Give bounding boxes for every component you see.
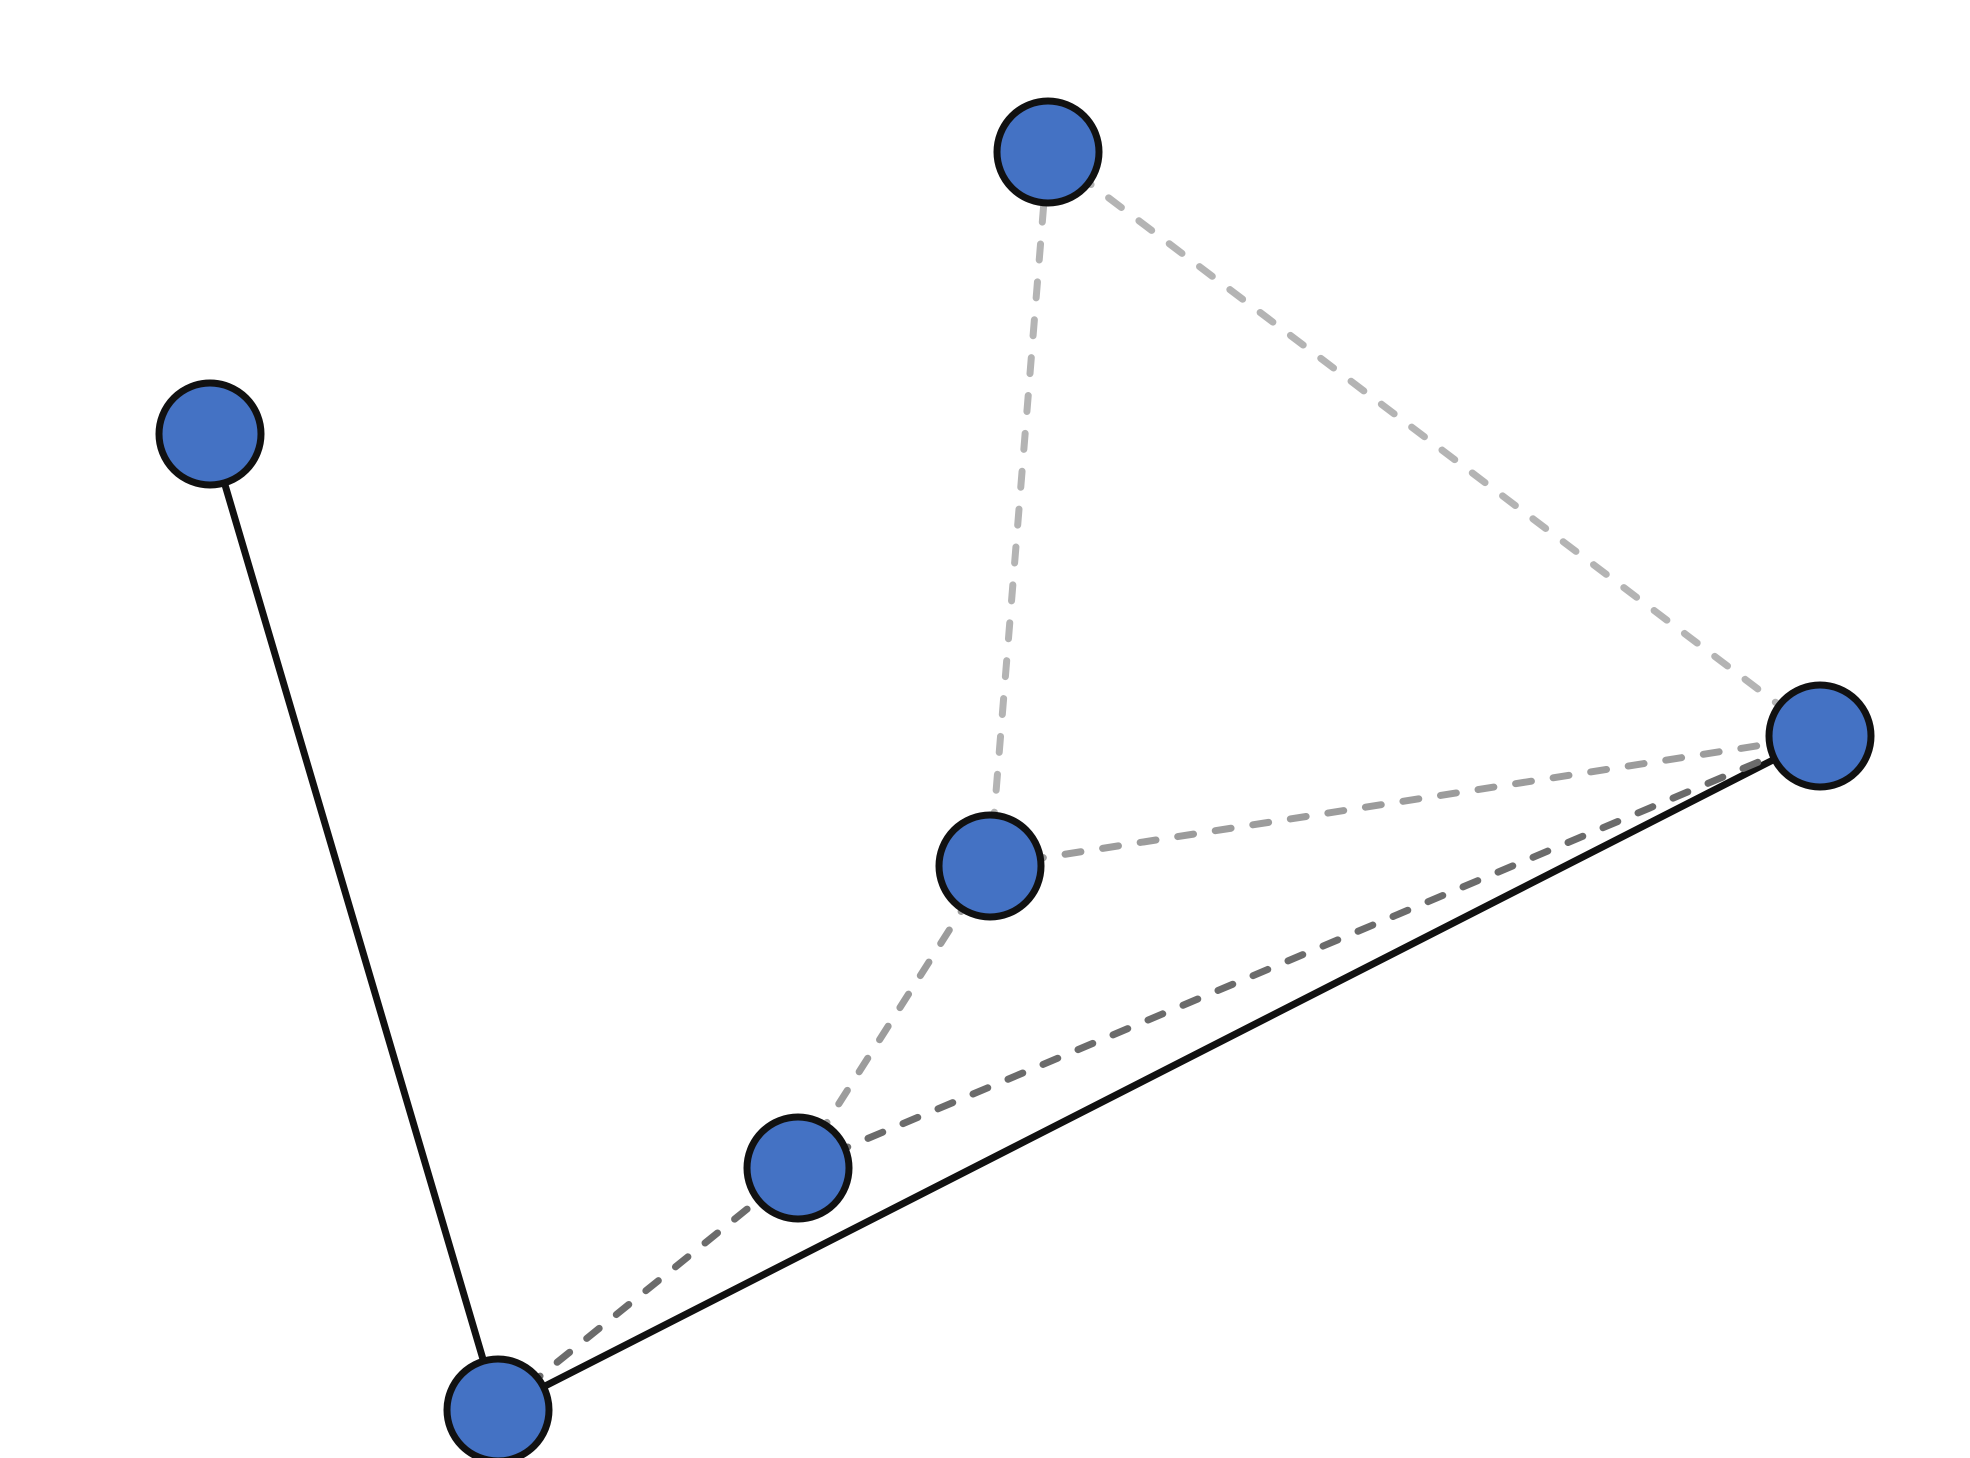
edge-bottom-lower-middle [494, 1164, 802, 1414]
edge-center-right [986, 732, 1824, 870]
node-center [935, 811, 1045, 921]
edge-lower-middle-right [794, 732, 1824, 1172]
edge-center-top [986, 148, 1052, 870]
node-bottom [443, 1355, 553, 1458]
edges-layer [206, 148, 1824, 1414]
node-top [993, 97, 1103, 207]
edge-top-right [1044, 148, 1824, 740]
edge-bottom-right [494, 732, 1824, 1414]
edge-left-bottom [206, 430, 502, 1414]
nodes-layer [155, 97, 1875, 1458]
node-left [155, 379, 265, 489]
node-lower-middle [743, 1113, 853, 1223]
node-right [1765, 681, 1875, 791]
